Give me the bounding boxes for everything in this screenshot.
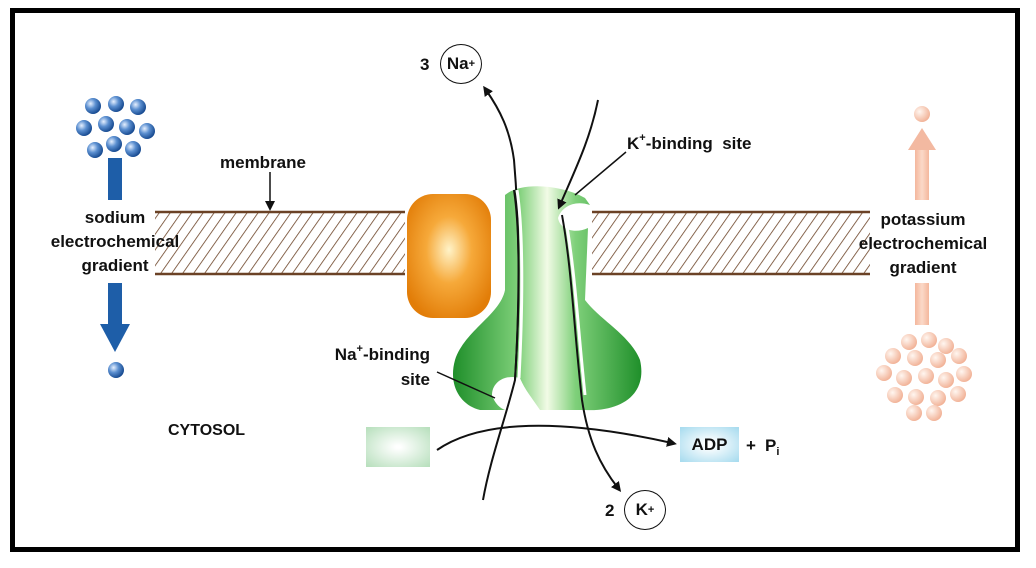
- sodium-potassium-pump: [452, 186, 642, 411]
- membrane-label: membrane: [220, 153, 306, 172]
- k-binding-site-leader: [574, 151, 627, 196]
- phosphate-symbol: P: [765, 436, 777, 455]
- k-binding-site-prefix: K: [627, 134, 640, 153]
- na-binding-site-suffix: -binding: [362, 345, 430, 364]
- potassium-gradient-shaft-top: [915, 150, 929, 200]
- sodium-gradient-shaft-bottom: [108, 283, 122, 325]
- potassium-gradient-shaft-bottom: [915, 283, 929, 325]
- potassium-gradient-label: potassium electrochemical gradient: [838, 211, 1008, 276]
- potassium-flux-arrow: [557, 99, 599, 210]
- potassium-gradient-line-2: electrochemical: [858, 234, 988, 253]
- potassium-ion-circle: K+: [624, 490, 666, 530]
- sodium-ion-single: [108, 362, 124, 378]
- sodium-gradient-label: sodium electrochemical gradient: [30, 209, 200, 274]
- sodium-channel-highlight: [515, 189, 524, 379]
- atp-hydrolysis-arrow: [436, 424, 677, 451]
- k-binding-site-label: K+-binding site: [627, 132, 752, 153]
- sodium-ion-symbol: Na: [446, 54, 469, 73]
- sodium-count: 3: [420, 55, 430, 74]
- sodium-gradient-arrowhead: [100, 324, 130, 352]
- k-binding-site-sup: +: [639, 132, 646, 144]
- orange-protein: [407, 194, 491, 318]
- potassium-gradient-arrowhead: [908, 128, 936, 150]
- sodium-ion-cluster: [76, 96, 155, 158]
- potassium-ion-single: [914, 106, 930, 122]
- membrane-left: [155, 210, 405, 276]
- sodium-gradient-line-3: gradient: [81, 256, 149, 275]
- na-binding-site-line-2: site: [400, 370, 430, 389]
- na-binding-site-line-1: Na+-binding: [312, 343, 430, 364]
- sodium-gradient-shaft-top: [108, 158, 122, 200]
- sodium-channel-line: [513, 189, 520, 381]
- na-binding-site-label: Na+-binding site: [312, 343, 430, 389]
- sodium-gradient-line-1: sodium: [84, 208, 146, 227]
- atp-box: [366, 427, 430, 467]
- phosphate-subscript: i: [776, 446, 780, 458]
- potassium-gradient-line-3: gradient: [889, 258, 957, 277]
- phosphate-label: Pi: [765, 436, 779, 458]
- adp-box: ADP: [680, 427, 739, 462]
- na-binding-site-prefix: Na: [334, 345, 357, 364]
- cytosol-label: CYTOSOL: [168, 422, 246, 439]
- sodium-ion-circle: Na+: [440, 44, 482, 84]
- sodium-gradient-line-2: electrochemical: [50, 232, 180, 251]
- plus-sign: +: [746, 436, 756, 455]
- na-binding-site-leader: [436, 371, 496, 399]
- membrane-right: [592, 210, 870, 276]
- potassium-channel-line: [561, 214, 622, 492]
- adp-label: ADP: [691, 434, 728, 454]
- k-binding-site-suffix: -binding site: [645, 134, 752, 153]
- potassium-ion-symbol: K: [635, 500, 648, 519]
- na-binding-site-sup: +: [356, 343, 363, 355]
- potassium-ion-cluster: [876, 332, 972, 421]
- potassium-channel-highlight: [563, 214, 587, 396]
- potassium-gradient-line-1: potassium: [880, 210, 966, 229]
- potassium-count: 2: [605, 501, 615, 520]
